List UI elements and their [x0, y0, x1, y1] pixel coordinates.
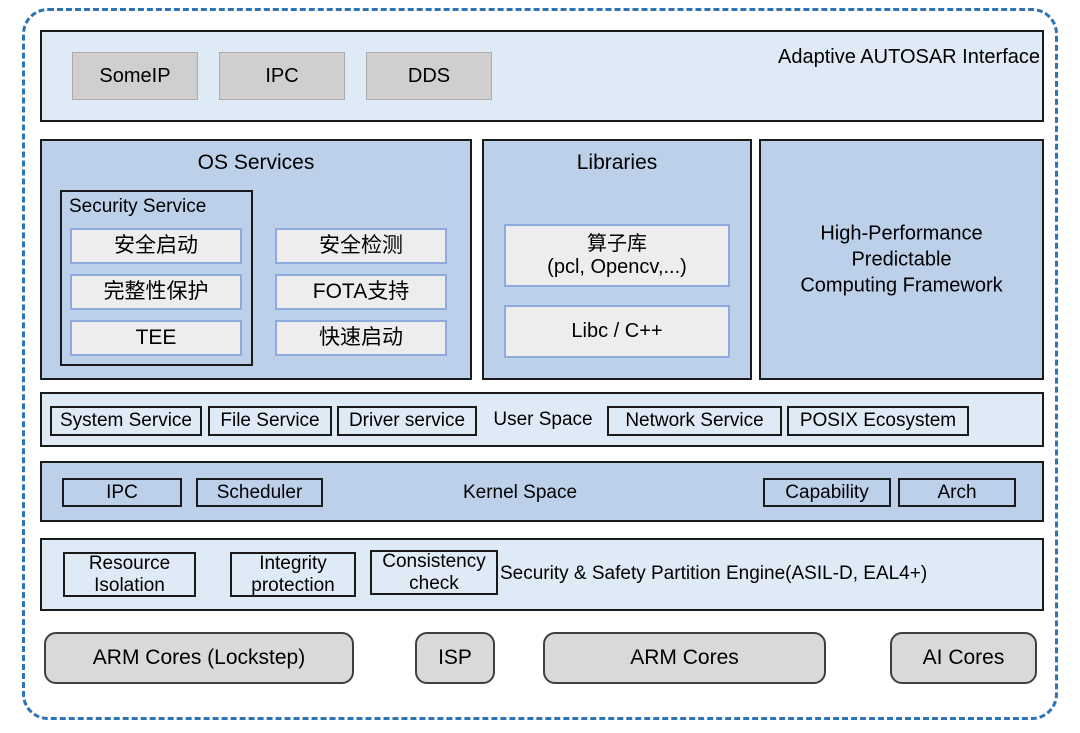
interface-layer-label: Adaptive AUTOSAR Interface: [778, 46, 1040, 68]
safety-item-integrity-protection[interactable]: Integrity protection: [230, 552, 356, 597]
protocol-chip-ipc-label: IPC: [265, 64, 299, 87]
security-item-integrity-protection[interactable]: 完整性保护: [70, 274, 242, 310]
security-item-tee[interactable]: TEE: [70, 320, 242, 356]
kernel-item-scheduler[interactable]: Scheduler: [196, 478, 323, 507]
safety-partition-band: [40, 538, 1044, 611]
user-space-item-posix-ecosystem[interactable]: POSIX Ecosystem: [787, 406, 969, 436]
computing-framework-label: High-Performance Predictable Computing F…: [800, 221, 1003, 297]
protocol-chip-ipc[interactable]: IPC: [219, 52, 345, 100]
kernel-item-arch[interactable]: Arch: [898, 478, 1016, 507]
kernel-space-label: Kernel Space: [462, 482, 578, 503]
hardware-block-arm-cores[interactable]: ARM Cores: [543, 632, 826, 684]
user-space-band: [40, 392, 1044, 447]
os-service-item-fast-boot[interactable]: 快速启动: [275, 320, 447, 356]
safety-partition-label: Security & Safety Partition Engine(ASIL-…: [500, 563, 928, 584]
library-item-operator-library[interactable]: 算子库 (pcl, Opencv,...): [504, 224, 730, 287]
os-service-item-fota-support[interactable]: FOTA支持: [275, 274, 447, 310]
user-space-label: User Space: [493, 409, 593, 430]
os-services-title: OS Services: [197, 151, 315, 174]
user-space-item-file-service[interactable]: File Service: [208, 406, 332, 436]
protocol-chip-someip-label: SomeIP: [99, 64, 171, 87]
kernel-item-ipc[interactable]: IPC: [62, 478, 182, 507]
hardware-block-arm-cores-lockstep[interactable]: ARM Cores (Lockstep): [44, 632, 354, 684]
computing-framework-panel: High-Performance Predictable Computing F…: [759, 139, 1044, 380]
security-service-group: Security Service: [60, 190, 253, 366]
hardware-block-isp[interactable]: ISP: [415, 632, 495, 684]
protocol-chip-someip[interactable]: SomeIP: [72, 52, 198, 100]
libraries-title: Libraries: [576, 151, 658, 174]
protocol-chip-dds-label: DDS: [407, 64, 451, 87]
user-space-item-system-service[interactable]: System Service: [50, 406, 202, 436]
kernel-item-capability[interactable]: Capability: [763, 478, 891, 507]
user-space-item-driver-service[interactable]: Driver service: [337, 406, 477, 436]
safety-item-resource-isolation[interactable]: Resource Isolation: [63, 552, 196, 597]
security-service-label: Security Service: [69, 196, 207, 217]
protocol-chip-dds[interactable]: DDS: [366, 52, 492, 100]
interface-layer-band: [40, 30, 1044, 122]
library-item-libc-cpp[interactable]: Libc / C++: [504, 305, 730, 358]
safety-item-consistency-check[interactable]: Consistency check: [370, 550, 498, 595]
security-item-secure-boot[interactable]: 安全启动: [70, 228, 242, 264]
os-service-item-security-detection[interactable]: 安全检测: [275, 228, 447, 264]
hardware-block-ai-cores[interactable]: AI Cores: [890, 632, 1037, 684]
user-space-item-network-service[interactable]: Network Service: [607, 406, 782, 436]
kernel-space-band: [40, 461, 1044, 522]
